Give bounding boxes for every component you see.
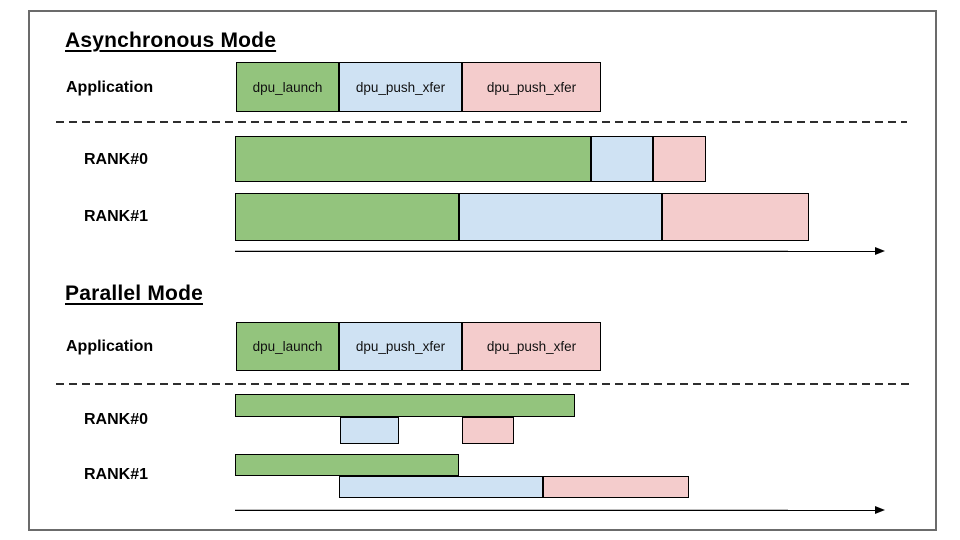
segment-pink-rank1-parallel	[543, 476, 689, 498]
segment-label: dpu_launch	[252, 339, 323, 354]
row-label-application-async: Application	[66, 79, 154, 96]
row-label-application-parallel: Application	[66, 338, 154, 355]
segment-green-rank1-parallel	[235, 454, 459, 476]
time-axis-line-asynchronous	[235, 251, 876, 252]
segment-blue-rank0-parallel	[340, 417, 399, 444]
segment-green-application-asynchronous: dpu_launch	[236, 62, 339, 112]
time-axis-line-parallel	[235, 510, 876, 511]
segment-green-rank0-asynchronous	[235, 136, 591, 182]
section-title-asynchronous-mode: Asynchronous Mode	[65, 29, 277, 52]
segment-label: dpu_push_xfer	[355, 339, 446, 354]
segment-green-application-parallel: dpu_launch	[236, 322, 339, 371]
segment-blue-application-parallel: dpu_push_xfer	[339, 322, 462, 371]
dashed-divider-parallel	[56, 383, 909, 385]
segment-green-rank1-asynchronous	[235, 193, 459, 241]
segment-label: dpu_launch	[252, 79, 323, 95]
segment-label: dpu_push_xfer	[355, 79, 446, 95]
row-label-rank0-async: RANK#0	[84, 151, 149, 168]
segment-pink-application-parallel: dpu_push_xfer	[462, 322, 601, 371]
segment-label: dpu_push_xfer	[486, 339, 577, 354]
segment-pink-application-asynchronous: dpu_push_xfer	[462, 62, 601, 112]
segment-blue-rank1-parallel	[339, 476, 543, 498]
segment-green-rank0-parallel	[235, 394, 575, 417]
section-title-parallel-mode: Parallel Mode	[65, 282, 203, 305]
segment-label: dpu_push_xfer	[486, 79, 577, 95]
segment-pink-rank1-asynchronous	[662, 193, 809, 241]
segment-pink-rank0-asynchronous	[653, 136, 706, 182]
time-axis-arrowhead-icon-parallel	[875, 506, 885, 515]
row-label-rank0-parallel: RANK#0	[84, 411, 149, 428]
segment-pink-rank0-parallel	[462, 417, 514, 444]
segment-blue-rank1-asynchronous	[459, 193, 662, 241]
segment-blue-rank0-asynchronous	[591, 136, 653, 182]
time-axis-arrowhead-icon-asynchronous	[875, 247, 885, 256]
row-label-rank1-async: RANK#1	[84, 208, 149, 225]
dashed-divider-asynchronous	[56, 121, 907, 123]
segment-blue-application-asynchronous: dpu_push_xfer	[339, 62, 462, 112]
row-label-rank1-parallel: RANK#1	[84, 466, 149, 483]
